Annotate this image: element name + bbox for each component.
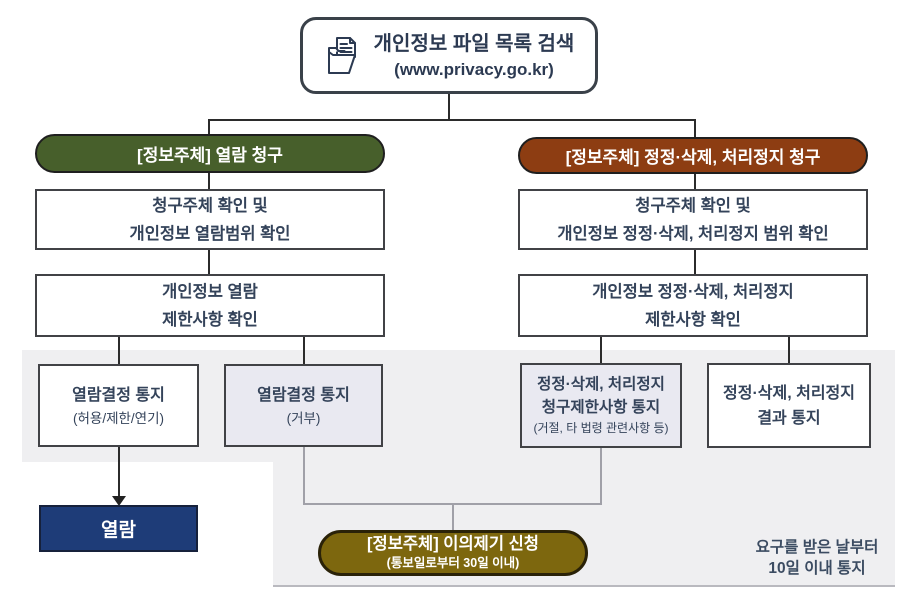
connector-step2-notice-allow: [118, 337, 120, 365]
root-node-privacy-search: 개인정보 파일 목록 검색 (www.privacy.go.kr): [300, 17, 598, 94]
result-view-box: 열람: [39, 505, 198, 552]
connector-objection-horizontal: [303, 503, 602, 505]
document-folder-icon: [324, 35, 362, 77]
deadline-note-line1: 요구를 받은 날부터: [755, 539, 879, 556]
left-step2-box: 개인정보 열람 제한사항 확인: [35, 274, 385, 337]
root-title: 개인정보 파일 목록 검색: [373, 32, 575, 55]
header-correction-request: [정보주체] 정정·삭제, 처리정지 청구: [518, 137, 868, 174]
left-step2-line2: 제한사항 확인: [162, 310, 258, 329]
notice-allow-sub: (허용/제한/연기): [72, 410, 164, 426]
left-step1-box: 청구주체 확인 및 개인정보 열람범위 확인: [35, 189, 385, 250]
connector-right-header-step1: [694, 172, 696, 189]
connector-root-down: [448, 94, 450, 119]
deadline-note: 요구를 받은 날부터 10일 이내 통지: [722, 537, 900, 579]
header-correction-request-label: [정보주체] 정정·삭제, 처리정지 청구: [565, 148, 821, 167]
notice-deny-box: 열람결정 통지 (거부): [224, 364, 383, 447]
connector-right-branch-down: [694, 119, 696, 137]
deadline-note-line2: 10일 이내 통지: [768, 560, 866, 577]
notice-allow-title: 열람결정 통지: [72, 386, 165, 404]
connector-right-step1-step2: [694, 250, 696, 274]
notice-limit-line1: 정정·삭제, 처리정지: [537, 376, 665, 393]
right-step2-box: 개인정보 정정·삭제, 처리정지 제한사항 확인: [518, 274, 868, 337]
notice-deny-title: 열람결정 통지: [257, 386, 350, 404]
result-view-label: 열람: [101, 520, 136, 541]
header-view-request: [정보주체] 열람 청구: [35, 134, 385, 173]
notice-limit-sub: (거절, 타 법령 관련사항 등): [533, 421, 669, 435]
connector-left-branch-down: [208, 119, 210, 135]
connector-limit-down: [600, 448, 602, 505]
right-step1-line2: 개인정보 정정·삭제, 처리정지 범위 확인: [557, 224, 829, 243]
notice-limit-line2: 청구제한사항 통지: [541, 399, 661, 416]
header-view-request-label: [정보주체] 열람 청구: [137, 146, 283, 165]
connector-step2-notice-deny: [303, 337, 305, 365]
connector-objection-stem: [452, 505, 454, 531]
objection-title: [정보주체] 이의제기 신청: [367, 535, 539, 553]
connector-allow-result-arrow-shaft: [118, 447, 120, 497]
right-step1-line1: 청구주체 확인 및: [635, 196, 751, 215]
notice-allow-box: 열람결정 통지 (허용/제한/연기): [38, 364, 199, 447]
right-step1-box: 청구주체 확인 및 개인정보 정정·삭제, 처리정지 범위 확인: [518, 189, 868, 250]
root-url: (www.privacy.go.kr): [394, 59, 554, 79]
connector-deny-down: [303, 447, 305, 505]
objection-sub: (통보일로부터 30일 이내): [386, 556, 520, 570]
right-step2-line1: 개인정보 정정·삭제, 처리정지: [592, 282, 794, 301]
notice-result-line2: 결과 통지: [757, 409, 821, 427]
connector-step2-notice-limit: [600, 337, 602, 364]
arrow-down-icon: [112, 496, 126, 506]
objection-pill: [정보주체] 이의제기 신청 (통보일로부터 30일 이내): [318, 530, 588, 576]
left-step1-line2: 개인정보 열람범위 확인: [129, 224, 291, 243]
left-step2-line1: 개인정보 열람: [162, 282, 258, 301]
notice-limit-box: 정정·삭제, 처리정지 청구제한사항 통지 (거절, 타 법령 관련사항 등): [520, 363, 682, 448]
connector-left-header-step1: [208, 172, 210, 189]
notice-result-line1: 정정·삭제, 처리정지: [723, 384, 855, 402]
notice-result-box: 정정·삭제, 처리정지 결과 통지: [707, 363, 871, 448]
connector-left-step1-step2: [208, 250, 210, 274]
left-step1-line1: 청구주체 확인 및: [152, 196, 268, 215]
notice-deny-sub: (거부): [286, 410, 321, 426]
connector-split-horizontal: [208, 119, 696, 121]
connector-step2-notice-result: [788, 337, 790, 364]
right-step2-line2: 제한사항 확인: [645, 310, 741, 329]
